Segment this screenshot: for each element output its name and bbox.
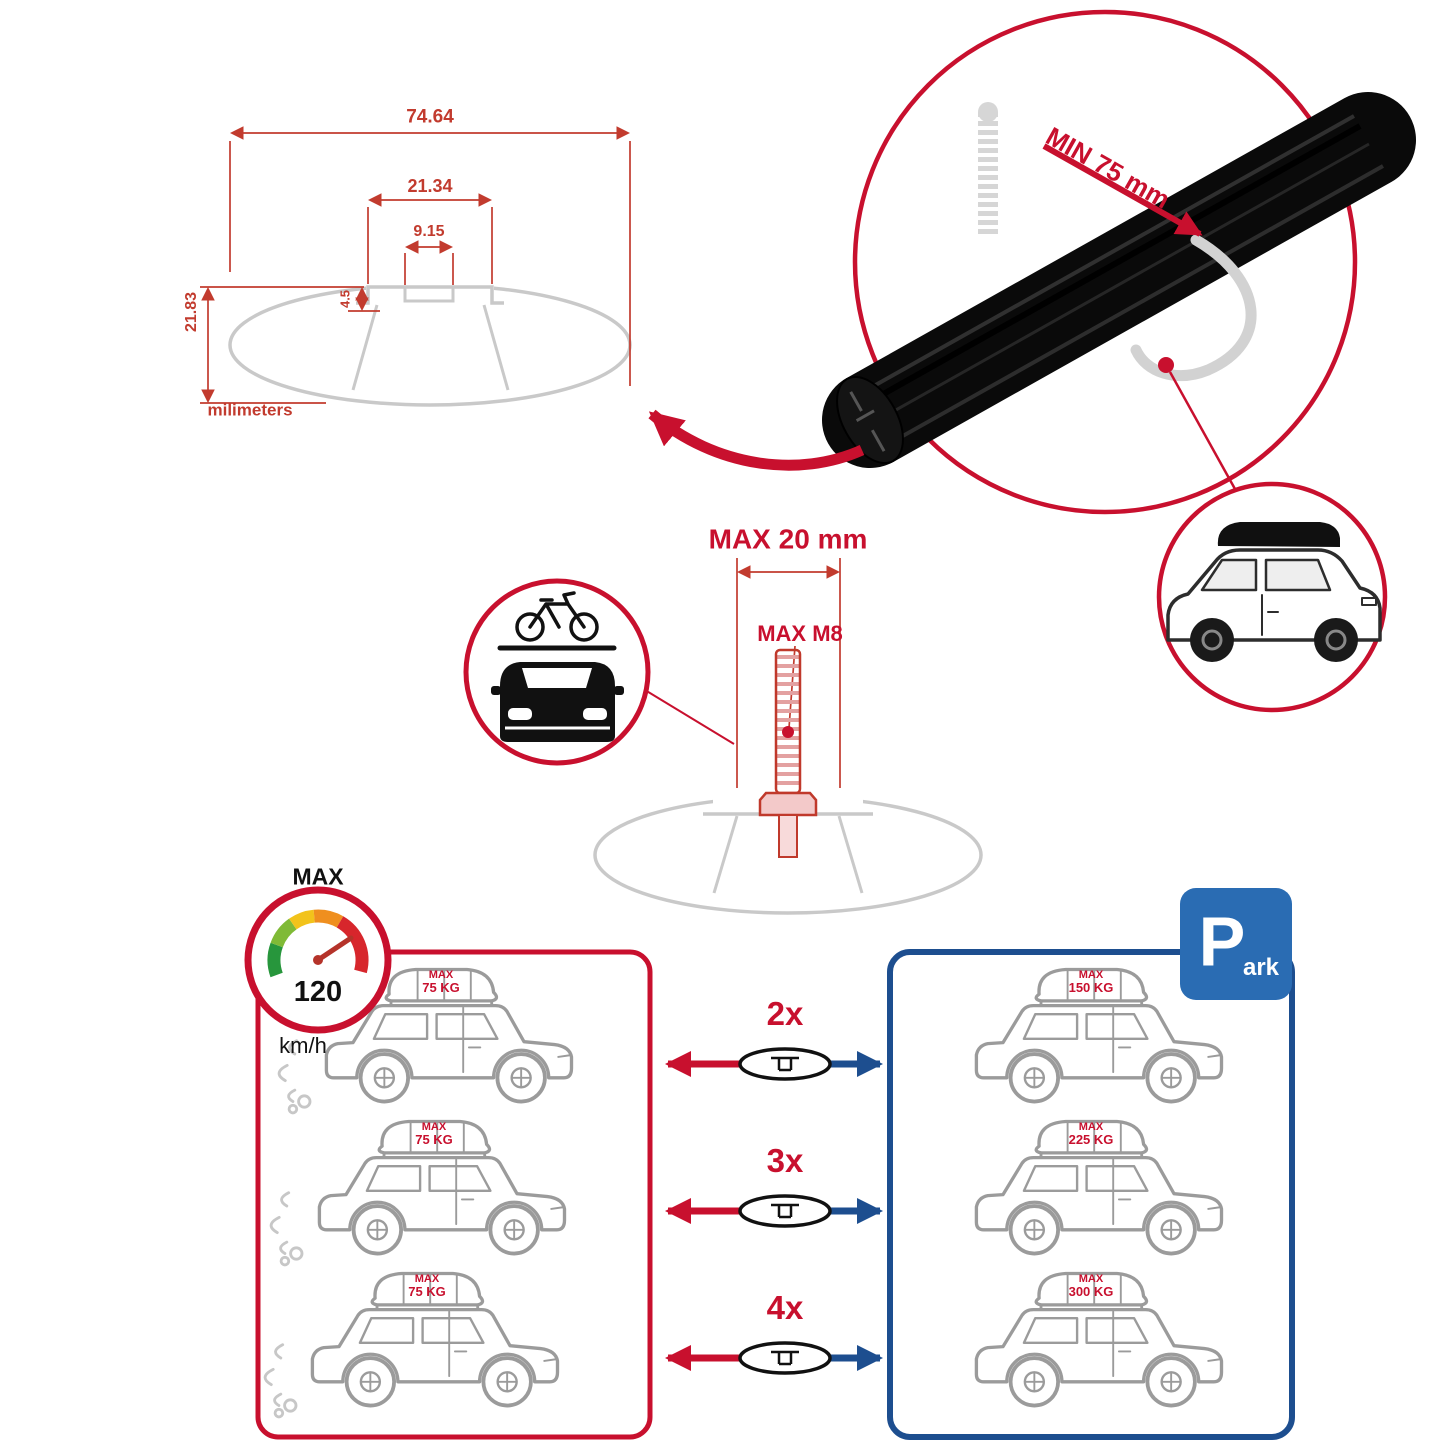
bolt-width-label: MAX 20 mm [708, 523, 868, 555]
load-badge-max: MAX [421, 1120, 447, 1133]
suv-roofbox-icon [1166, 522, 1382, 662]
driving-panel [255, 949, 653, 1440]
load-badge: MAX 150 KG [1069, 969, 1114, 995]
dim-slot-depth: 4.5 [337, 289, 353, 309]
parking-sign [1180, 888, 1292, 1000]
crossbar-3d-icon [822, 92, 1416, 468]
bolt-diagram [593, 558, 983, 915]
clamp-hook-icon [1130, 234, 1257, 499]
multiplier-2x: 2x [766, 995, 804, 1033]
load-badge-max: MAX [1078, 1120, 1104, 1133]
units-label: milimeters [207, 400, 293, 420]
multiplier-4x: 4x [766, 1289, 804, 1327]
bolt-thread-label: MAX M8 [757, 620, 843, 646]
dimension-lines [200, 126, 631, 404]
bike-on-roof-icon [497, 591, 617, 651]
min-clearance-arrow [1042, 143, 1203, 237]
threaded-bolt-icon [758, 648, 818, 858]
load-badge-weight: 150 KG [1068, 979, 1114, 995]
load-badge: MAX 75 KG [415, 1121, 453, 1147]
dim-slot-width: 9.15 [413, 222, 445, 240]
speed-max-label: MAX [292, 863, 344, 890]
dim-plateau-width: 21.34 [407, 175, 453, 196]
speedometer-icon [244, 886, 392, 1034]
load-badge: MAX 75 KG [422, 969, 460, 995]
dim-total-width: 74.64 [406, 106, 454, 128]
load-badge-max: MAX [1078, 968, 1104, 981]
load-badge-weight: 75 KG [422, 979, 460, 995]
bike-car-circle [463, 578, 735, 766]
load-badge: MAX 75 KG [408, 1273, 446, 1299]
crossbar-endcap [836, 375, 904, 465]
load-badge-max: MAX [428, 968, 454, 981]
car-front-icon [491, 662, 624, 742]
connector-rows [665, 1047, 883, 1375]
load-badge-weight: 75 KG [408, 1283, 446, 1299]
clamp-rod-icon [978, 102, 998, 238]
load-badge-weight: 300 KG [1068, 1283, 1114, 1299]
crossbar-section-icon [738, 1341, 832, 1375]
speed-value: 120 [293, 976, 343, 1009]
load-badge-max: MAX [1078, 1272, 1104, 1285]
load-badge: MAX 300 KG [1069, 1273, 1114, 1299]
cross-section-diagram [228, 278, 632, 407]
crossbar-section-icon [738, 1047, 832, 1081]
load-badge-weight: 225 KG [1068, 1131, 1114, 1147]
speed-unit: km/h [279, 1032, 327, 1058]
suv-roofbox-circle [1156, 481, 1388, 713]
connector-row [665, 1341, 883, 1375]
load-badge: MAX 225 KG [1069, 1121, 1114, 1147]
connector-row [665, 1047, 883, 1081]
leader-line [644, 689, 735, 745]
bolt-dimension-lines [736, 558, 841, 792]
connector-row [665, 1194, 883, 1228]
parking-sign-ark: ark [1242, 953, 1280, 981]
crossbar-zoom-circle [648, 9, 1416, 515]
load-badge-weight: 75 KG [415, 1131, 453, 1147]
to-cross-section-arrow [648, 409, 865, 471]
load-badge-max: MAX [414, 1272, 440, 1285]
parking-panel [887, 888, 1295, 1440]
multiplier-3x: 3x [766, 1142, 804, 1180]
parking-sign-p: P [1198, 902, 1246, 981]
plateau-mask [366, 278, 494, 308]
crossbar-section-icon [738, 1194, 832, 1228]
dim-height: 21.83 [182, 291, 200, 333]
